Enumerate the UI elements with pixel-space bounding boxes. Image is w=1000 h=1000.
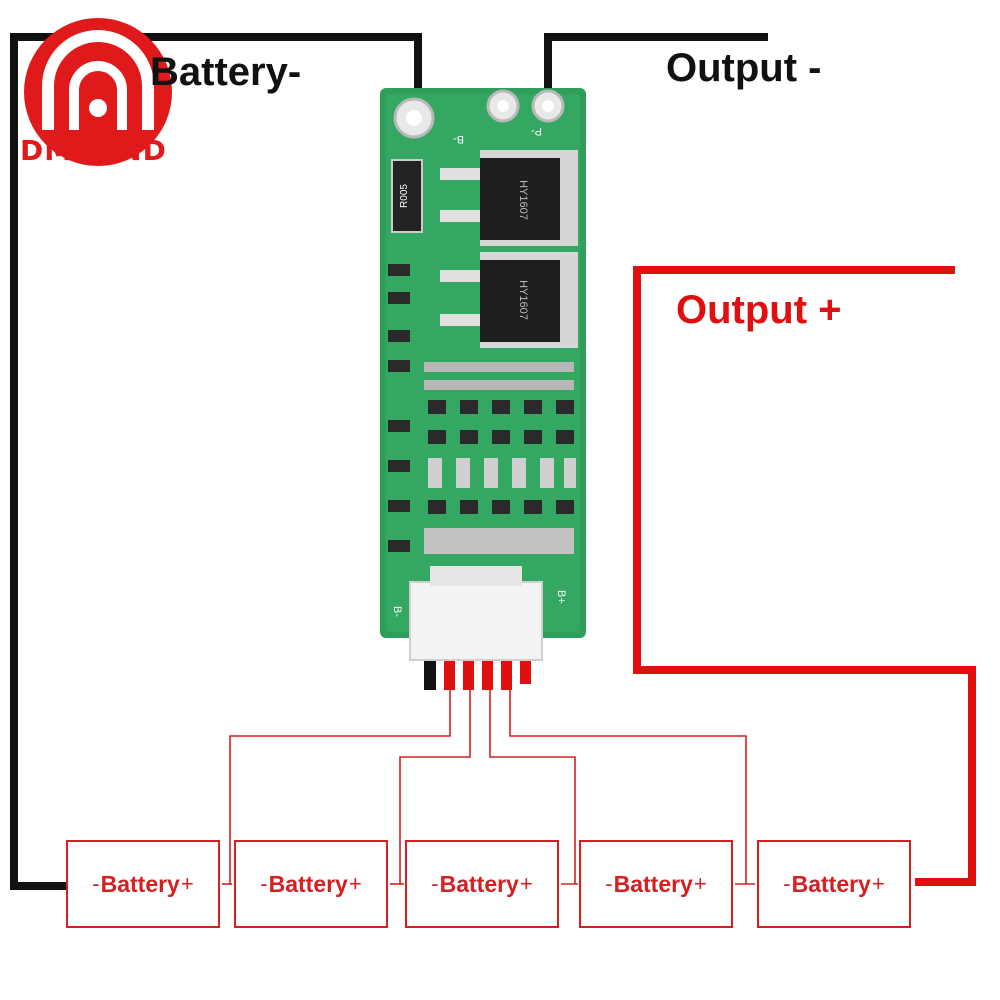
balance-wires bbox=[222, 680, 755, 885]
balance-wire bbox=[489, 680, 576, 884]
battery-cell-2: -Battery+ bbox=[234, 840, 388, 928]
logo-text: DMYOND bbox=[20, 134, 167, 167]
battery-negative-wire bbox=[10, 33, 422, 890]
battery-positive-terminal: + bbox=[871, 871, 885, 896]
resistor-label: R005 bbox=[399, 184, 410, 208]
battery-positive-terminal: + bbox=[180, 871, 194, 896]
connector-wires bbox=[424, 660, 531, 690]
output-positive-wire bbox=[633, 266, 976, 886]
battery-label: Battery bbox=[100, 870, 180, 897]
battery-cell-1: -Battery+ bbox=[66, 840, 220, 928]
balance-wire bbox=[399, 680, 471, 884]
battery-positive-terminal: + bbox=[519, 871, 533, 896]
battery-negative-terminal: - bbox=[605, 871, 613, 896]
dmyond-logo bbox=[24, 18, 172, 166]
battery-label: Battery bbox=[791, 870, 871, 897]
battery-negative-terminal: - bbox=[92, 871, 100, 896]
mosfet-1 bbox=[480, 158, 560, 240]
battery-label: Battery bbox=[439, 870, 519, 897]
smd-components bbox=[388, 264, 576, 554]
battery-positive-terminal: + bbox=[348, 871, 362, 896]
battery-label: Battery bbox=[268, 870, 348, 897]
pad-b-minus-label: B- bbox=[453, 133, 464, 145]
balance-connector bbox=[409, 581, 543, 661]
output-positive-label: Output + bbox=[676, 288, 842, 332]
shunt-resistor bbox=[391, 159, 423, 233]
balance-wire bbox=[509, 680, 747, 884]
connector-right-label: B+ bbox=[555, 590, 567, 604]
battery-negative-terminal: - bbox=[260, 871, 268, 896]
battery-cell-4: -Battery+ bbox=[579, 840, 733, 928]
mosfet-1-label: HY1607 bbox=[517, 180, 529, 220]
pad-p-minus-label: P- bbox=[531, 125, 542, 137]
battery-negative-terminal: - bbox=[431, 871, 439, 896]
bms-pcb-board: B- P- R005 HY1607 HY1607 bbox=[380, 88, 586, 661]
mosfet-2-label: HY1607 bbox=[517, 280, 529, 320]
balance-wire bbox=[229, 680, 451, 884]
battery-label: Battery bbox=[613, 870, 693, 897]
battery-cell-3: -Battery+ bbox=[405, 840, 559, 928]
mosfet-2 bbox=[480, 260, 560, 342]
battery-positive-terminal: + bbox=[693, 871, 707, 896]
battery-negative-label: Battery- bbox=[150, 50, 302, 94]
battery-negative-terminal: - bbox=[783, 871, 791, 896]
output-negative-label: Output - bbox=[666, 46, 822, 90]
connector-left-label: B- bbox=[391, 606, 403, 617]
battery-cell-5: -Battery+ bbox=[757, 840, 911, 928]
